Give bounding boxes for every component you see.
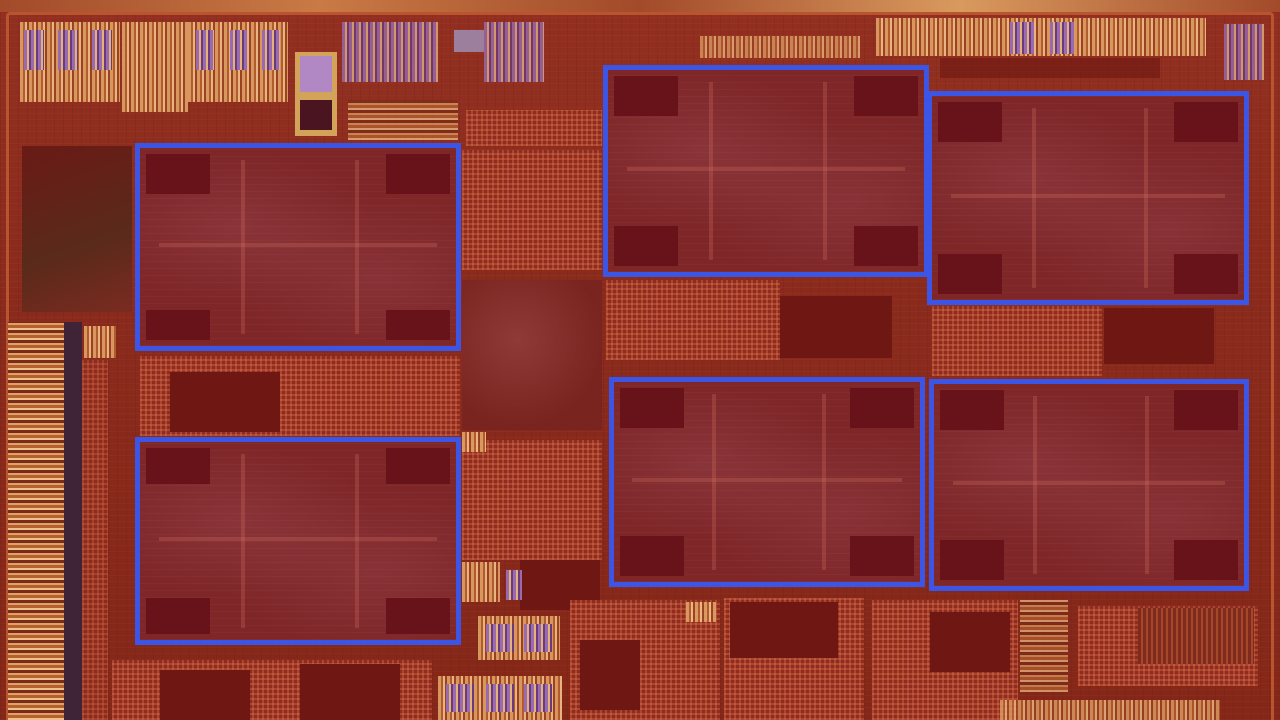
interface-block	[454, 30, 484, 52]
io-cell	[686, 602, 716, 622]
sram-array	[1138, 608, 1254, 664]
highlight-box-6	[929, 379, 1249, 591]
analog-cell	[58, 30, 78, 70]
analog-cell	[506, 570, 522, 600]
analog-cell	[24, 30, 44, 70]
analog-cell	[486, 684, 514, 712]
dark-region	[170, 372, 280, 432]
cache-block	[462, 280, 602, 430]
logic-area	[932, 306, 1102, 376]
io-pad-block	[122, 22, 188, 112]
highlight-box-2	[135, 437, 461, 645]
dark-region	[780, 296, 892, 358]
analog-cell	[1050, 22, 1074, 54]
core-tile	[140, 148, 456, 346]
core-tile	[932, 96, 1244, 300]
dark-region	[580, 640, 640, 710]
io-pad-block	[84, 326, 116, 358]
dark-region	[730, 602, 838, 658]
die-border	[6, 12, 1274, 720]
dark-region	[940, 58, 1160, 78]
io-pad-row	[700, 36, 860, 58]
interface-block	[484, 22, 544, 82]
analog-cell	[524, 684, 552, 712]
core-tile	[608, 70, 924, 272]
dark-region	[160, 670, 250, 720]
highlight-box-1	[135, 143, 461, 351]
io-pad-column	[1020, 600, 1068, 692]
interface-block	[342, 22, 438, 82]
analog-cell	[230, 30, 248, 70]
logic-column	[82, 360, 108, 720]
bus-column	[64, 322, 82, 720]
io-cell	[462, 432, 486, 452]
logic-area	[606, 280, 780, 360]
dark-region	[22, 146, 132, 312]
io-cell	[462, 562, 500, 602]
io-pad-block	[876, 18, 1206, 56]
io-pad-row	[348, 100, 458, 140]
io-pad-row	[1000, 700, 1220, 720]
dark-region	[930, 612, 1010, 672]
analog-cell	[196, 30, 214, 70]
io-pad-column	[8, 322, 64, 720]
analog-cell	[92, 30, 112, 70]
die-top-edge	[0, 0, 1280, 12]
dark-region	[1104, 308, 1214, 364]
pll-core	[300, 56, 332, 92]
analog-cell	[524, 624, 552, 652]
logic-area	[462, 440, 602, 560]
highlight-box-3	[603, 65, 929, 277]
logic-area	[462, 150, 602, 270]
logic-area	[466, 110, 602, 146]
highlight-box-4	[927, 91, 1249, 305]
core-tile	[140, 442, 456, 640]
analog-cell	[486, 624, 514, 652]
analog-cell	[262, 30, 280, 70]
interface-block	[1224, 24, 1264, 80]
core-tile	[614, 382, 920, 582]
analog-cell	[1010, 22, 1034, 54]
analog-cell	[446, 684, 474, 712]
core-tile	[934, 384, 1244, 586]
highlight-box-5	[609, 377, 925, 587]
pll-core	[300, 100, 332, 130]
dark-region	[300, 664, 400, 720]
